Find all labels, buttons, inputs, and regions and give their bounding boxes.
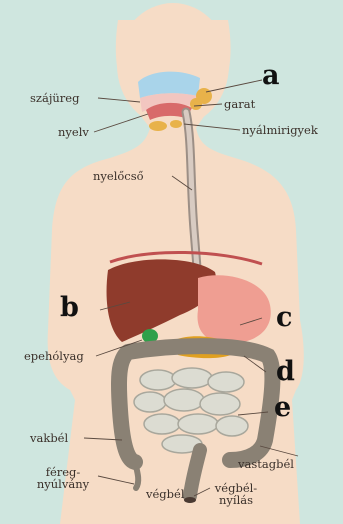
salivary-gland-3 bbox=[149, 121, 167, 131]
label-esophagus: nyelőcső bbox=[93, 170, 144, 182]
label-salivary-glands: nyálmirigyek bbox=[242, 124, 318, 136]
letter-a: a bbox=[262, 62, 280, 90]
salivary-gland-4 bbox=[170, 120, 182, 128]
appendix-shape bbox=[135, 462, 138, 488]
label-tongue: nyelv bbox=[58, 126, 89, 138]
label-cecum: vakbél bbox=[30, 432, 68, 444]
anus-shape bbox=[184, 497, 196, 503]
label-gallbladder: epehólyag bbox=[24, 350, 84, 362]
label-appendix: féreg- nyúlvány bbox=[28, 466, 98, 490]
letter-b: b bbox=[60, 294, 79, 322]
label-rectum: végbél bbox=[146, 488, 185, 500]
letter-d: d bbox=[276, 358, 295, 386]
letter-c: c bbox=[276, 304, 292, 332]
label-colon: vastagbél bbox=[238, 458, 294, 470]
salivary-gland-2 bbox=[190, 98, 202, 110]
label-anus: végbél- nyílás bbox=[206, 482, 266, 506]
label-mouth: szájüreg bbox=[30, 92, 79, 104]
letter-e: e bbox=[274, 394, 291, 422]
label-pharynx: garat bbox=[224, 98, 255, 110]
